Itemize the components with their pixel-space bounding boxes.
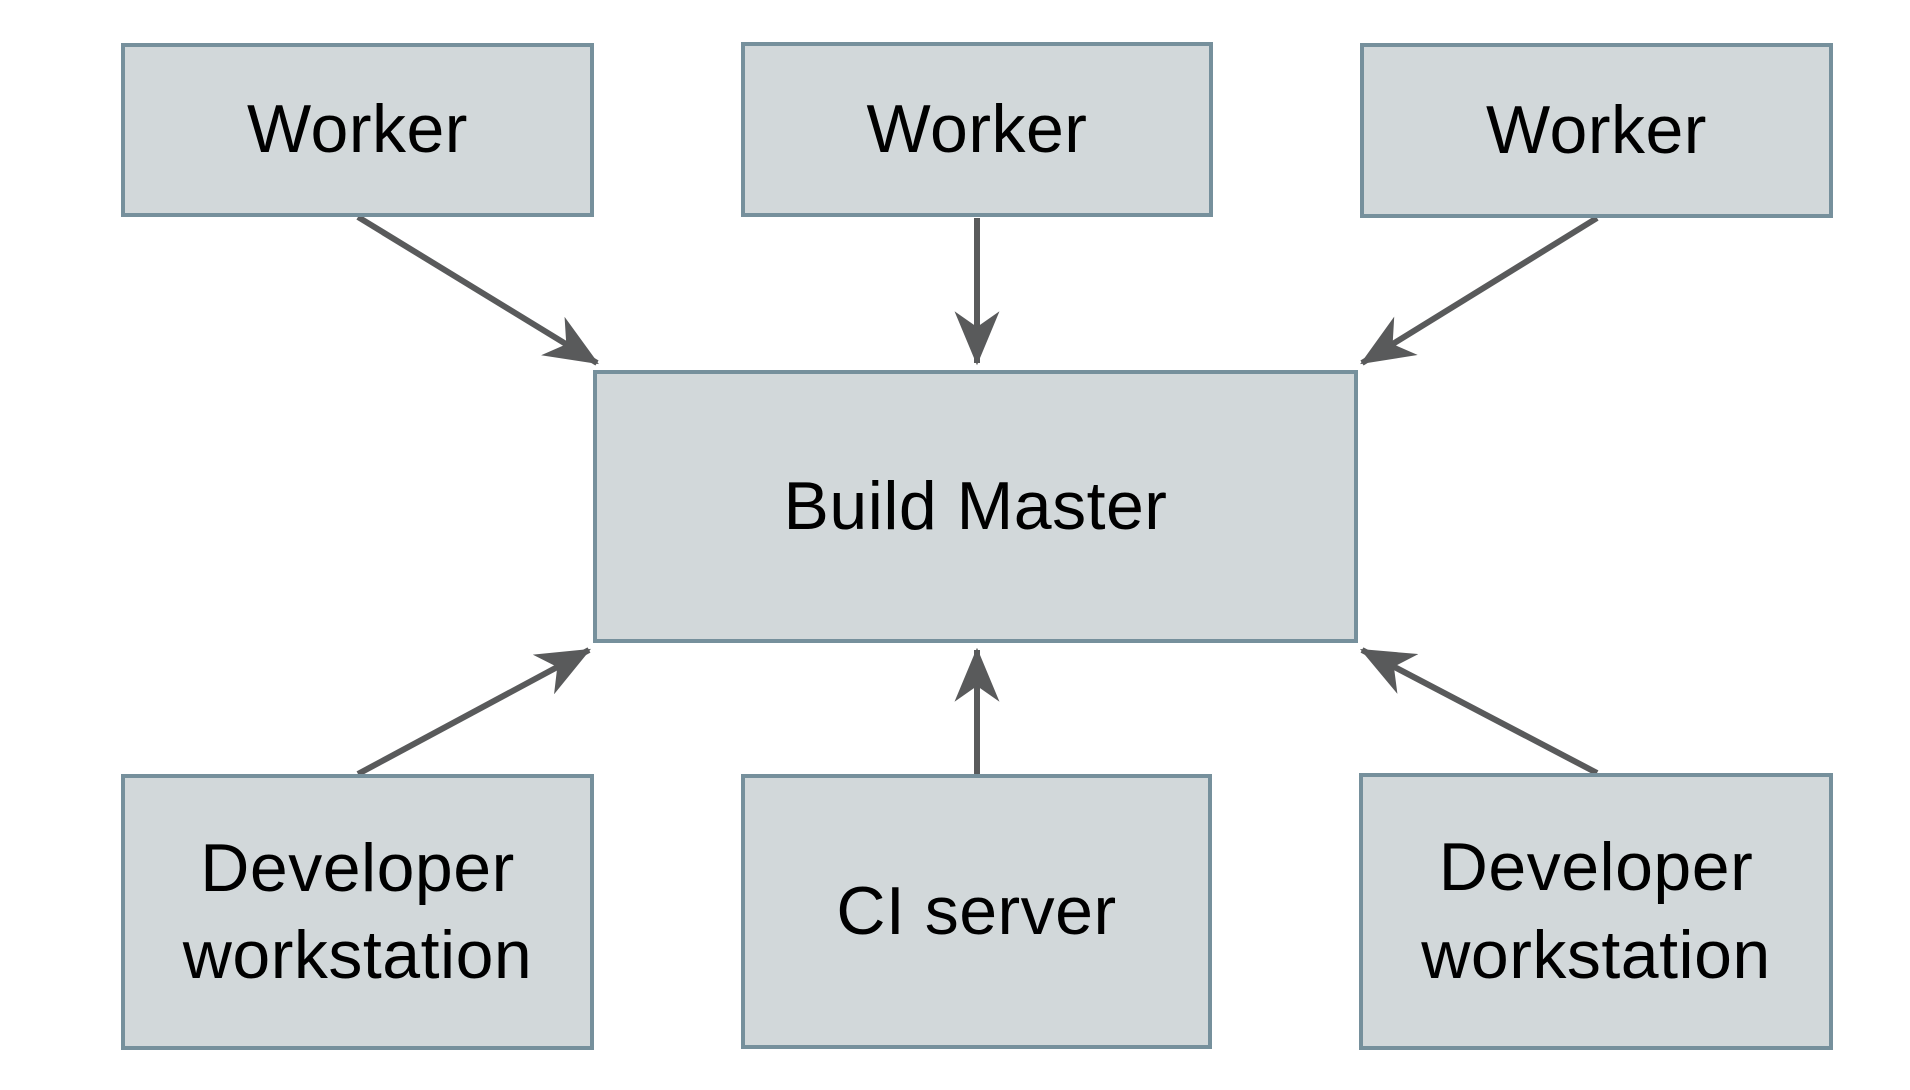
- node-ci-server[interactable]: CI server: [741, 774, 1212, 1049]
- arrow-developer-workstation-right-to-build-master[interactable]: [1360, 647, 1599, 776]
- arrow-developer-workstation-left-to-build-master[interactable]: [356, 647, 591, 777]
- node-developer-workstation-left-label: Developer workstation: [182, 829, 533, 993]
- node-worker-2-label: Worker: [866, 90, 1088, 167]
- node-developer-workstation-left[interactable]: Developer workstation: [121, 774, 594, 1050]
- arrow-worker-1-to-build-master[interactable]: [356, 214, 599, 366]
- node-ci-server-label: CI server: [836, 872, 1117, 949]
- node-developer-workstation-right[interactable]: Developer workstation: [1359, 773, 1833, 1050]
- node-worker-2[interactable]: Worker: [741, 42, 1213, 217]
- node-worker-3[interactable]: Worker: [1360, 43, 1833, 218]
- node-build-master[interactable]: Build Master: [593, 370, 1358, 643]
- arrow-worker-3-to-build-master[interactable]: [1360, 215, 1599, 366]
- node-worker-3-label: Worker: [1486, 91, 1707, 168]
- node-worker-1-label: Worker: [247, 91, 468, 168]
- node-build-master-label: Build Master: [783, 467, 1168, 544]
- node-worker-1[interactable]: Worker: [121, 43, 594, 217]
- node-developer-workstation-right-label: Developer workstation: [1421, 829, 1771, 993]
